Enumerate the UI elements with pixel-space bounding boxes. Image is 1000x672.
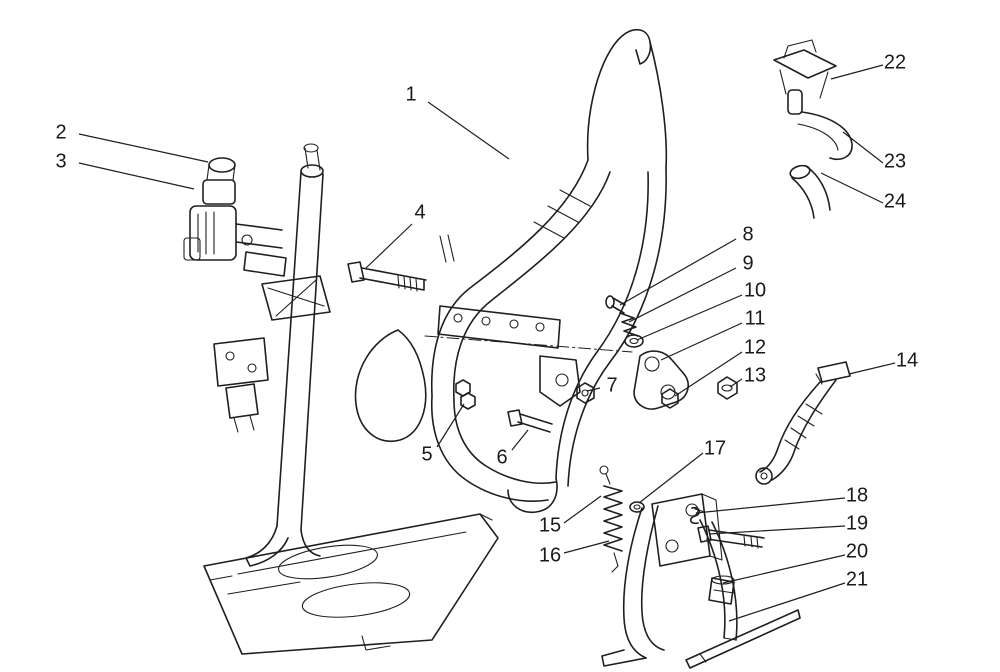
leader-line-22: [830, 64, 884, 80]
callout-number-7: 7: [606, 374, 617, 396]
leader-line-5: [436, 403, 465, 448]
callout-number-4: 4: [414, 201, 425, 223]
part-10-washer: [624, 334, 644, 348]
hose-assembly-part: [773, 39, 853, 219]
part-12-nut: [661, 388, 679, 409]
callout-number-9: 9: [742, 252, 753, 274]
leader-line-11: [660, 322, 743, 361]
leader-line-24: [820, 172, 884, 204]
callout-number-6: 6: [496, 446, 507, 468]
leader-line-20: [722, 554, 846, 584]
lock-assembly-part: [183, 157, 331, 433]
leader-line-9: [628, 267, 737, 323]
callout-number-5: 5: [421, 443, 432, 465]
callout-number-13: 13: [744, 364, 766, 386]
center-stand-part: [601, 493, 738, 667]
leader-line-17: [638, 452, 704, 504]
part-20-rubber-foot: [708, 575, 735, 605]
leader-line-6: [511, 429, 529, 451]
part-3-lock-upper: [202, 179, 236, 205]
leader-line-15: [563, 495, 602, 524]
part-22-clamp: [773, 49, 837, 79]
callout-number-21: 21: [846, 568, 868, 590]
part-6-bolt: [507, 409, 553, 433]
callout-number-15: 15: [539, 514, 561, 536]
part-13-nut: [717, 376, 738, 400]
callout-number-12: 12: [744, 336, 766, 358]
leader-line-13: [729, 378, 743, 388]
callout-number-14: 14: [896, 349, 918, 371]
steering-column-part: [245, 143, 324, 567]
part-7-nut: [576, 382, 595, 404]
leader-line-18: [695, 497, 846, 514]
callout-number-16: 16: [539, 544, 561, 566]
part-18-clip: [689, 506, 706, 525]
callout-number-11: 11: [745, 307, 766, 329]
callout-number-19: 19: [846, 512, 868, 534]
part-23-hose: [801, 111, 853, 160]
leader-line-7: [586, 387, 601, 392]
leader-line-14: [848, 362, 896, 375]
leader-line-3: [78, 162, 195, 190]
callout-number-1: 1: [405, 83, 416, 105]
callout-number-20: 20: [846, 540, 868, 562]
callout-number-22: 22: [884, 51, 906, 73]
leader-line-23: [842, 131, 884, 164]
part-15-16-spring: [599, 465, 623, 573]
leader-line-8: [619, 238, 737, 306]
leader-line-2: [78, 133, 209, 163]
callout-number-23: 23: [884, 150, 906, 172]
part-2-cap: [208, 157, 236, 173]
callout-number-24: 24: [884, 190, 906, 212]
leader-line-21: [728, 582, 846, 622]
callout-number-10: 10: [744, 279, 766, 301]
callout-number-3: 3: [55, 150, 66, 172]
leader-line-12: [674, 351, 743, 397]
part-14-kick-lever: [755, 361, 851, 485]
callout-number-17: 17: [704, 437, 726, 459]
part-5-nuts: [455, 379, 476, 410]
part-9-spring: [619, 312, 639, 337]
part-17-washer: [629, 501, 645, 513]
leader-line-1: [427, 101, 510, 160]
callout-number-8: 8: [742, 223, 753, 245]
part-21-stand-bar: [685, 609, 801, 669]
callout-number-18: 18: [846, 484, 868, 506]
leader-line-16: [563, 540, 610, 554]
leader-line-4: [365, 223, 413, 269]
part-19-bolt: [697, 525, 765, 549]
floorboard-part: [203, 513, 499, 655]
main-frame-part: [354, 29, 668, 514]
leader-line-10: [636, 294, 743, 341]
part-3-lock-body: [189, 205, 237, 261]
part-4-bolt: [347, 261, 427, 292]
leader-line-19: [708, 525, 846, 535]
callout-number-2: 2: [55, 121, 66, 143]
